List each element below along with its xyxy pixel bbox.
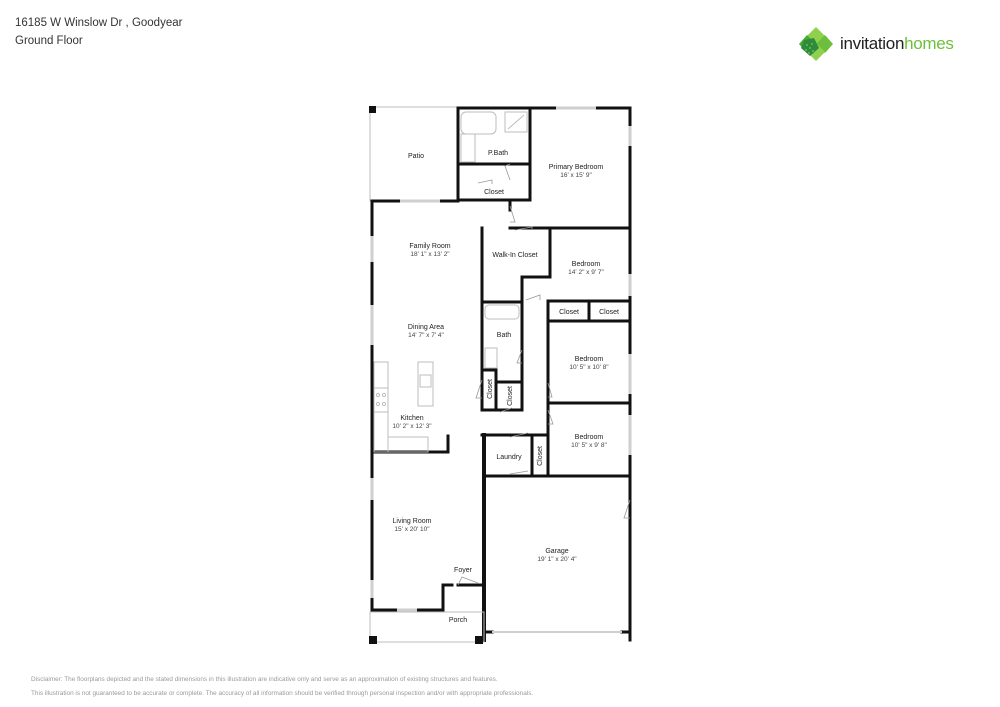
windows bbox=[370, 106, 632, 633]
floor-label: Ground Floor bbox=[15, 35, 83, 47]
svg-text:Closet: Closet bbox=[599, 309, 619, 316]
svg-text:Bedroom: Bedroom bbox=[575, 434, 604, 441]
vanity-icon bbox=[460, 133, 476, 163]
door-swing-icon bbox=[457, 576, 479, 586]
vanity-icon bbox=[484, 347, 498, 369]
svg-text:14' 7" x 7' 4": 14' 7" x 7' 4" bbox=[408, 332, 444, 339]
svg-text:Dining Area: Dining Area bbox=[408, 324, 444, 331]
svg-text:Bedroom: Bedroom bbox=[572, 261, 601, 268]
svg-text:Closet: Closet bbox=[537, 446, 544, 466]
door-swing-icon bbox=[516, 349, 523, 364]
brand-logo: invitationhomes bbox=[798, 26, 954, 62]
door-swing-icon bbox=[547, 409, 554, 425]
svg-text:Patio: Patio bbox=[408, 153, 424, 160]
door-swing-icon bbox=[499, 407, 513, 413]
door-swing-icon bbox=[477, 179, 493, 184]
counter-icon bbox=[387, 436, 429, 453]
logo-wordmark: invitationhomes bbox=[840, 34, 954, 53]
porch-post bbox=[475, 636, 483, 644]
door-swing-icon bbox=[509, 205, 516, 223]
svg-text:Foyer: Foyer bbox=[454, 567, 473, 574]
porch-post bbox=[369, 636, 377, 644]
door-swing-icon bbox=[623, 499, 631, 519]
svg-text:Living Room: Living Room bbox=[393, 518, 432, 525]
bathtub-icon bbox=[460, 111, 497, 135]
svg-text:Family Room: Family Room bbox=[409, 243, 450, 250]
counter-icon bbox=[373, 361, 389, 453]
svg-text:P.Bath: P.Bath bbox=[488, 150, 508, 157]
svg-text:10' 5" x 9' 8": 10' 5" x 9' 8" bbox=[571, 442, 607, 449]
kitchen-island-icon bbox=[417, 361, 434, 407]
doors bbox=[457, 163, 631, 586]
room-labels: Patio P.Bath Closet Primary Bedroom 16' … bbox=[392, 150, 619, 624]
door-swing-icon bbox=[509, 470, 529, 475]
door-swing-icon bbox=[504, 163, 511, 181]
door-swing-icon bbox=[509, 432, 529, 438]
door-swing-icon bbox=[475, 379, 483, 399]
door-swing-icon bbox=[547, 382, 553, 398]
svg-text:19' 1" x 20' 4": 19' 1" x 20' 4" bbox=[537, 556, 577, 563]
svg-text:Laundry: Laundry bbox=[496, 454, 522, 461]
fixtures bbox=[373, 111, 528, 453]
svg-text:14' 2" x 9' 7": 14' 2" x 9' 7" bbox=[568, 269, 604, 276]
svg-text:Bedroom: Bedroom bbox=[575, 356, 604, 363]
svg-text:Kitchen: Kitchen bbox=[400, 415, 423, 422]
address: 16185 W Winslow Dr , Goodyear bbox=[15, 17, 183, 29]
stove-icon bbox=[373, 387, 389, 413]
header: 16185 W Winslow Dr , Goodyear Ground Flo… bbox=[15, 14, 182, 50]
sink-icon bbox=[419, 374, 432, 388]
svg-text:15' x 20' 10": 15' x 20' 10" bbox=[394, 526, 430, 533]
svg-text:16' x 15' 9": 16' x 15' 9" bbox=[560, 172, 592, 179]
svg-text:Closet: Closet bbox=[559, 309, 579, 316]
svg-text:Closet: Closet bbox=[507, 386, 514, 406]
svg-text:10' 5" x 10' 8": 10' 5" x 10' 8" bbox=[569, 364, 609, 371]
disclaimer-line-2: This illustration is not guaranteed to b… bbox=[31, 690, 534, 697]
svg-text:Primary Bedroom: Primary Bedroom bbox=[549, 164, 604, 171]
door-swing-icon bbox=[514, 226, 533, 231]
svg-text:10' 2" x 12' 3": 10' 2" x 12' 3" bbox=[392, 423, 432, 430]
svg-text:Garage: Garage bbox=[545, 548, 568, 555]
disclaimer: Disclaimer: The floorplans depicted and … bbox=[31, 673, 533, 701]
shower-icon bbox=[504, 111, 528, 133]
door-swing-icon bbox=[525, 294, 541, 301]
svg-text:Porch: Porch bbox=[449, 617, 467, 624]
svg-text:Closet: Closet bbox=[484, 189, 504, 196]
svg-text:18' 1" x 13' 2": 18' 1" x 13' 2" bbox=[410, 251, 450, 258]
svg-text:Closet: Closet bbox=[487, 379, 494, 399]
patio-post bbox=[369, 106, 376, 113]
clover-logo-icon bbox=[799, 27, 833, 61]
bathtub-icon bbox=[484, 304, 520, 320]
svg-text:Bath: Bath bbox=[497, 332, 512, 339]
disclaimer-line-1: Disclaimer: The floorplans depicted and … bbox=[31, 676, 498, 683]
svg-text:Walk-In Closet: Walk-In Closet bbox=[492, 252, 537, 259]
walls bbox=[370, 106, 632, 642]
porch-area bbox=[369, 611, 485, 643]
